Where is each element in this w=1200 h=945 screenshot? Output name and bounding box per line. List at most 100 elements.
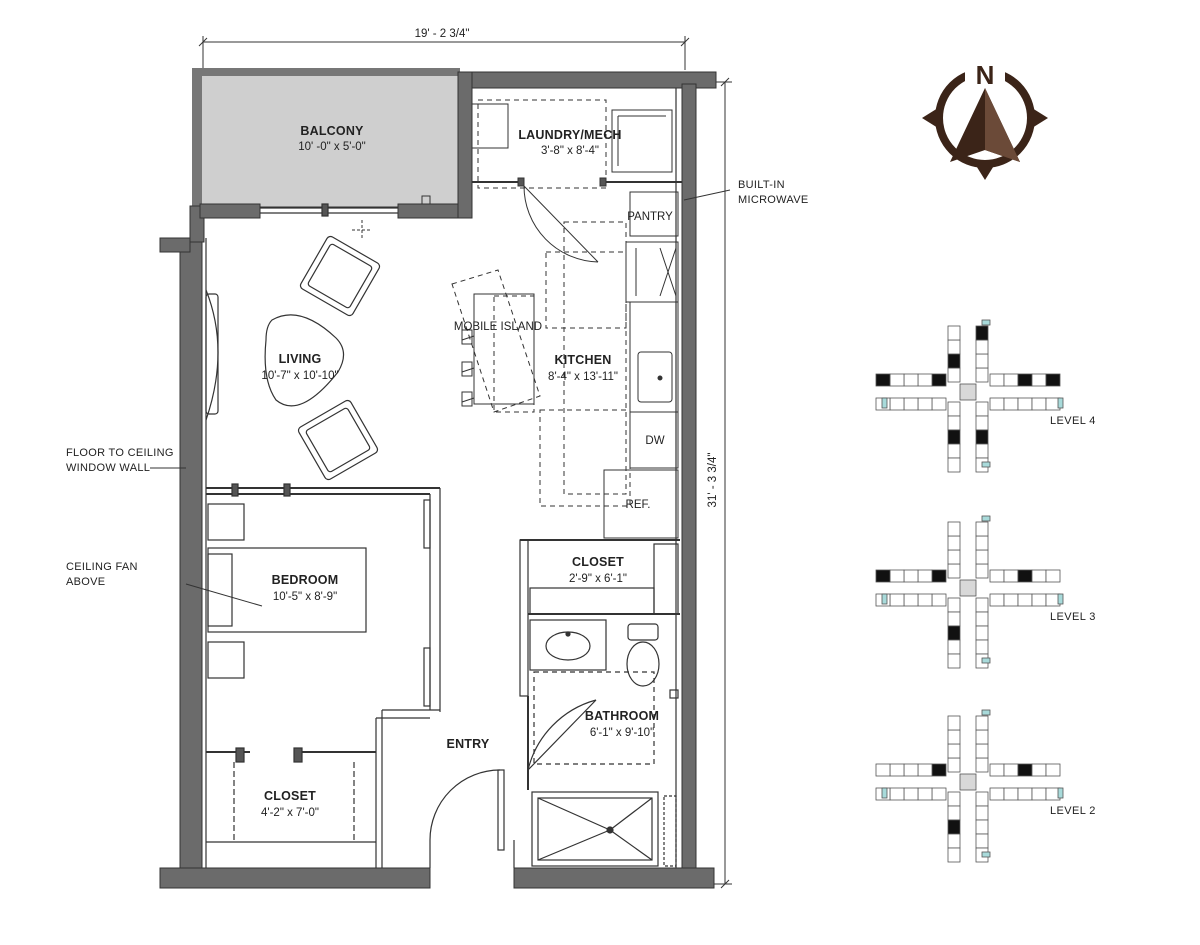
key-plan-unit <box>975 521 989 537</box>
window-wall-note-line1: FLOOR TO CEILING <box>66 447 174 459</box>
key-plan-unit <box>917 397 933 411</box>
key-plan-unit <box>975 535 989 551</box>
key-plan-unit <box>889 397 905 411</box>
key-plan-unit <box>975 625 989 641</box>
balcony-door <box>260 203 398 217</box>
key-plan-unit <box>947 791 961 807</box>
key-plan-unit <box>975 791 989 807</box>
key-plan-unit <box>975 819 989 835</box>
key-plan-glass <box>981 657 991 664</box>
key-plan-unit <box>875 373 891 387</box>
key-plan-unit <box>947 743 961 759</box>
key-plan-unit <box>917 593 933 607</box>
key-plan-unit <box>1003 787 1019 801</box>
key-plan-unit <box>989 569 1005 583</box>
key-plan-unit <box>975 805 989 821</box>
entry-door <box>429 769 515 868</box>
key-plan-unit <box>947 521 961 537</box>
key-plan-unit <box>947 833 961 849</box>
key-plan-unit <box>1031 763 1047 777</box>
key-plan-glass <box>881 593 888 605</box>
key-plan-unit <box>917 763 933 777</box>
key-plan-glass <box>881 397 888 409</box>
key-plan-unit <box>1017 397 1033 411</box>
key-plan-unit <box>903 569 919 583</box>
key-plan-unit <box>1003 373 1019 387</box>
key-plan-unit <box>975 743 989 759</box>
laundry-room <box>471 99 682 189</box>
key-plan-unit <box>903 593 919 607</box>
bedroom-closet <box>206 747 376 843</box>
key-plan-unit <box>903 373 919 387</box>
key-plan-glass <box>981 461 991 468</box>
bedroom-name: BEDROOM <box>272 573 339 587</box>
mobile-island <box>451 269 541 413</box>
key-plan-unit <box>947 611 961 627</box>
kitchen-name: KITCHEN <box>555 353 612 367</box>
island-label: MOBILE ISLAND <box>454 321 542 333</box>
hall-closet-name: CLOSET <box>572 555 624 569</box>
balcony-post <box>421 195 431 205</box>
ceiling-fan-note-line1: CEILING FAN <box>66 561 138 573</box>
microwave-note-line1: BUILT-IN <box>738 179 785 191</box>
key-plan-unit <box>989 593 1005 607</box>
key-plan-unit <box>975 729 989 745</box>
key-plan-glass <box>881 787 888 799</box>
key-plan-level-4-label: LEVEL 4 <box>1050 415 1096 427</box>
key-plan-unit <box>947 597 961 613</box>
key-plan-unit <box>947 457 961 473</box>
key-plan-unit <box>989 787 1005 801</box>
north-arrow-icon <box>922 58 1048 180</box>
key-plan-glass <box>981 709 991 716</box>
key-plan-unit <box>947 325 961 341</box>
key-plan-unit <box>947 353 961 369</box>
key-plan-unit <box>975 563 989 579</box>
key-plan-unit <box>947 443 961 459</box>
key-plan-unit <box>931 763 947 777</box>
key-plan-unit <box>1031 373 1047 387</box>
bedroom-closet-name: CLOSET <box>264 789 316 803</box>
bedroom-walls <box>206 483 441 868</box>
key-plan-unit <box>975 325 989 341</box>
key-plan-unit <box>975 339 989 355</box>
key-plan-unit <box>1017 569 1033 583</box>
key-plan-unit <box>947 805 961 821</box>
key-plan-unit <box>975 429 989 445</box>
laundry-door <box>523 185 599 263</box>
living-size: 10'-7" x 10'-10" <box>261 370 338 382</box>
key-plan-unit <box>975 715 989 731</box>
key-plan-unit <box>875 569 891 583</box>
key-plan-unit <box>975 833 989 849</box>
key-plan-unit <box>975 353 989 369</box>
key-plan-unit <box>931 787 947 801</box>
key-plan-unit <box>975 367 989 383</box>
key-plan-unit <box>947 415 961 431</box>
dimension-width <box>198 36 690 70</box>
key-plan-unit <box>931 593 947 607</box>
hall-closet <box>519 539 680 697</box>
key-plan-unit <box>975 597 989 613</box>
laundry-name: LAUNDRY/MECH <box>518 128 621 142</box>
key-plan-unit <box>975 401 989 417</box>
key-plan-unit <box>889 593 905 607</box>
hall-closet-size: 2'-9" x 6'-1" <box>569 573 627 585</box>
key-plan-core <box>959 579 977 597</box>
pantry-label: PANTRY <box>627 211 673 223</box>
key-plan-unit <box>947 535 961 551</box>
bathroom-fixtures <box>527 619 679 867</box>
key-plan-unit <box>1017 763 1033 777</box>
dimension-width-label: 19' - 2 3/4" <box>415 28 470 40</box>
key-plan-unit <box>947 757 961 773</box>
kitchen-size: 8'-4" x 13'-11" <box>548 371 618 383</box>
key-plan-unit <box>975 757 989 773</box>
key-plan-core <box>959 383 977 401</box>
key-plan-unit <box>889 569 905 583</box>
key-plan-unit <box>1045 569 1061 583</box>
key-plan-glass <box>981 319 991 326</box>
living-furniture <box>205 235 381 481</box>
key-plan-unit <box>947 401 961 417</box>
key-plan-unit <box>989 763 1005 777</box>
key-plan-unit <box>931 373 947 387</box>
key-plan-unit <box>947 639 961 655</box>
key-plan-unit <box>975 415 989 431</box>
